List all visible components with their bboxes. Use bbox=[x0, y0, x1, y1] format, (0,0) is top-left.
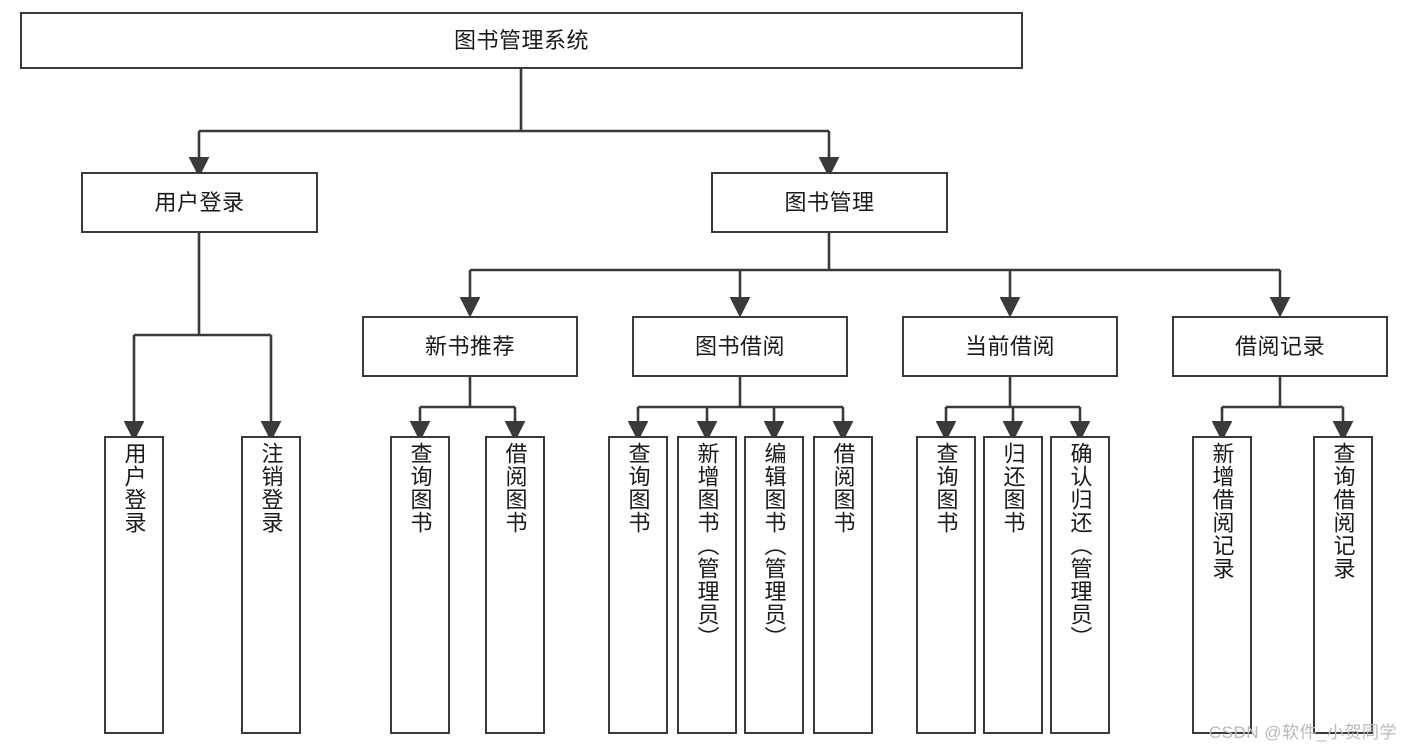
node-new-book-recommend-label: 新书推荐 bbox=[424, 333, 515, 359]
leaf-confirm-return-admin-label: 确认归还（管理员） bbox=[1067, 442, 1093, 649]
leaf-query-book-current-label: 查询图书 bbox=[933, 442, 959, 534]
leaf-borrow-book-label: 借阅图书 bbox=[830, 442, 856, 534]
node-borrow-records-label: 借阅记录 bbox=[1234, 333, 1325, 359]
node-current-borrow[interactable]: 当前借阅 bbox=[902, 316, 1118, 377]
node-new-book-recommend[interactable]: 新书推荐 bbox=[362, 316, 578, 377]
leaf-edit-book-admin[interactable]: 编辑图书（管理员） bbox=[744, 436, 804, 734]
leaf-query-borrow-record[interactable]: 查询借阅记录 bbox=[1313, 436, 1373, 734]
leaf-query-book-current[interactable]: 查询图书 bbox=[916, 436, 976, 734]
node-current-borrow-label: 当前借阅 bbox=[964, 333, 1055, 359]
leaf-query-book-borrow-label: 查询图书 bbox=[625, 442, 651, 534]
node-root[interactable]: 图书管理系统 bbox=[20, 12, 1023, 69]
leaf-return-book[interactable]: 归还图书 bbox=[983, 436, 1043, 734]
leaf-borrow-book-recommend-label: 借阅图书 bbox=[502, 442, 528, 534]
leaf-logout[interactable]: 注销登录 bbox=[241, 436, 301, 734]
watermark-text: CSDN @软件_小贺同学 bbox=[1208, 723, 1397, 742]
leaf-borrow-book[interactable]: 借阅图书 bbox=[813, 436, 873, 734]
leaf-add-borrow-record[interactable]: 新增借阅记录 bbox=[1192, 436, 1252, 734]
leaf-return-book-label: 归还图书 bbox=[1000, 442, 1026, 534]
leaf-user-login-label: 用户登录 bbox=[121, 442, 147, 534]
leaf-confirm-return-admin[interactable]: 确认归还（管理员） bbox=[1050, 436, 1110, 734]
leaf-borrow-book-recommend[interactable]: 借阅图书 bbox=[485, 436, 545, 734]
leaf-query-book-borrow[interactable]: 查询图书 bbox=[608, 436, 668, 734]
leaf-query-borrow-record-label: 查询借阅记录 bbox=[1330, 442, 1356, 580]
leaf-user-login[interactable]: 用户登录 bbox=[104, 436, 164, 734]
leaf-logout-label: 注销登录 bbox=[258, 442, 284, 534]
node-book-borrow[interactable]: 图书借阅 bbox=[632, 316, 848, 377]
node-book-borrow-label: 图书借阅 bbox=[694, 333, 785, 359]
node-user-login-label: 用户登录 bbox=[154, 189, 245, 215]
leaf-add-book-admin-label: 新增图书（管理员） bbox=[694, 442, 720, 649]
node-book-management[interactable]: 图书管理 bbox=[711, 172, 948, 233]
node-book-management-label: 图书管理 bbox=[784, 189, 875, 215]
leaf-query-book-recommend[interactable]: 查询图书 bbox=[390, 436, 450, 734]
node-root-label: 图书管理系统 bbox=[453, 27, 589, 53]
leaf-add-book-admin[interactable]: 新增图书（管理员） bbox=[677, 436, 737, 734]
node-borrow-records[interactable]: 借阅记录 bbox=[1172, 316, 1388, 377]
leaf-edit-book-admin-label: 编辑图书（管理员） bbox=[761, 442, 787, 649]
leaf-add-borrow-record-label: 新增借阅记录 bbox=[1209, 442, 1235, 580]
node-user-login[interactable]: 用户登录 bbox=[81, 172, 318, 233]
leaf-query-book-recommend-label: 查询图书 bbox=[407, 442, 433, 534]
